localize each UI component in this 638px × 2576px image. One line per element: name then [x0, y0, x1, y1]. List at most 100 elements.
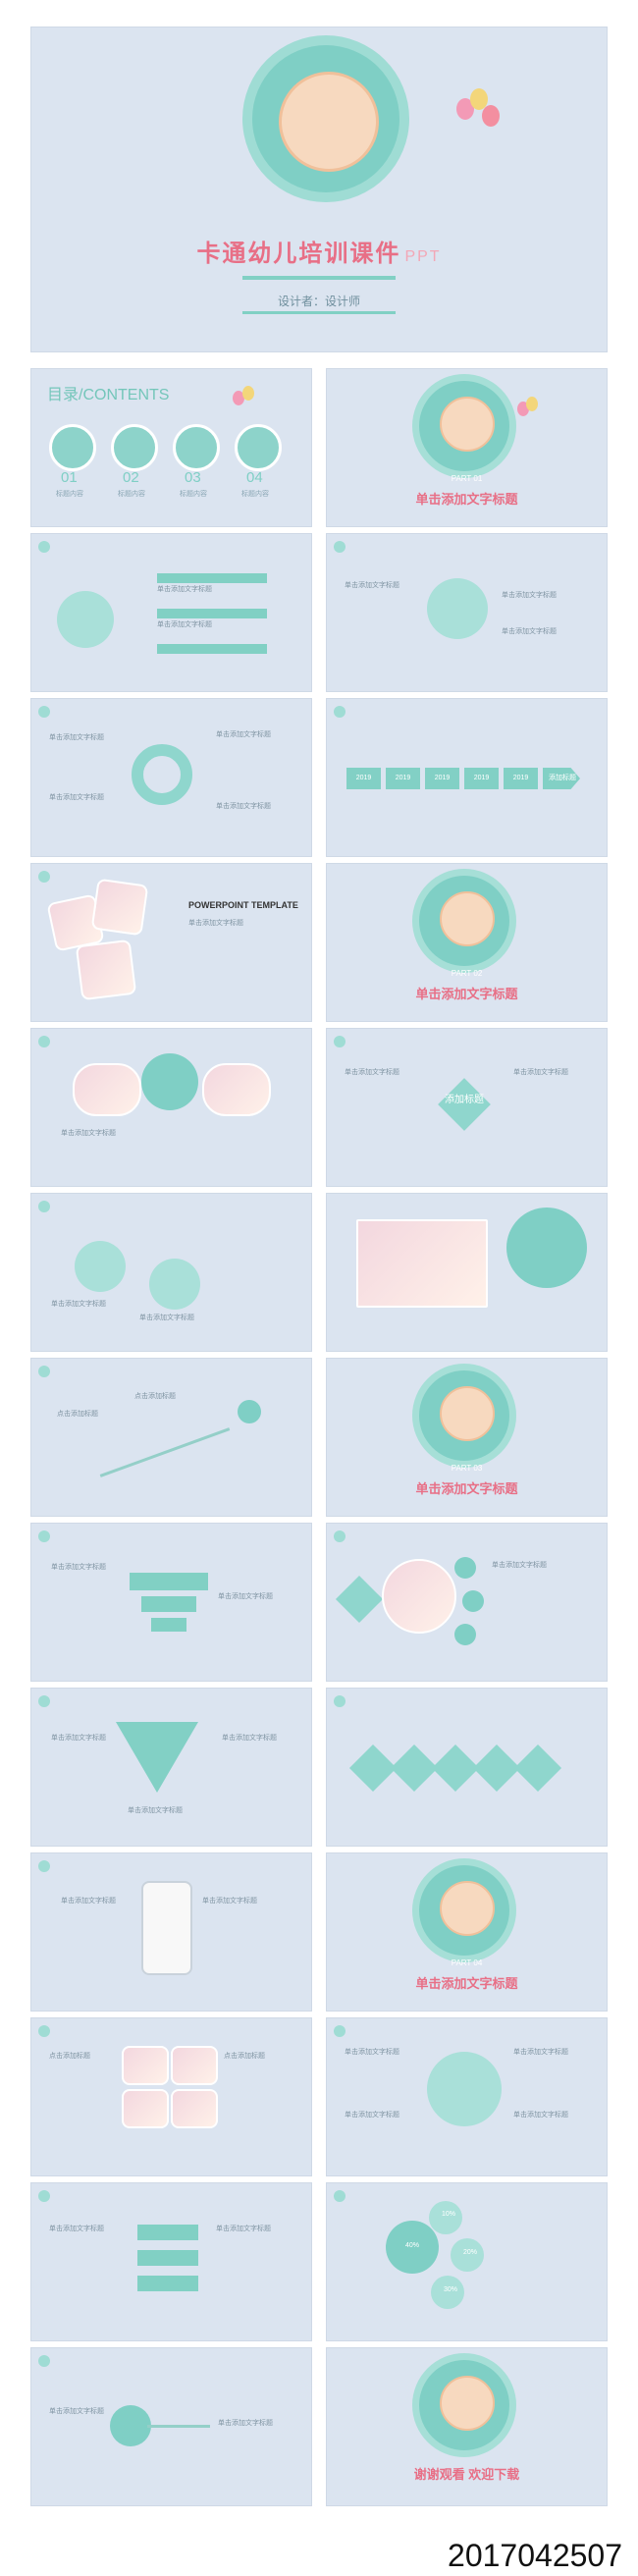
numbered-slide: 单击添加文字标题	[327, 1524, 607, 1681]
timeline-arrow	[543, 768, 580, 789]
body-text: 点击添加标题	[57, 1411, 98, 1418]
part-slide: PART 01 单击添加文字标题	[327, 369, 607, 526]
balloon-icon	[526, 397, 538, 411]
title-band	[157, 573, 267, 583]
diamond-shape	[513, 1744, 562, 1793]
growth-slide: 点击添加标题 点击添加标题	[31, 1359, 311, 1516]
stat-circle	[431, 2276, 464, 2309]
contents-slide: 目录/CONTENTS 01 标题内容 02 标题内容 03 标题内容 04 标…	[31, 369, 311, 526]
baby-photo	[171, 2089, 218, 2128]
header-dot	[334, 2190, 346, 2202]
header-dot	[38, 1695, 50, 1707]
part-number: PART 03	[451, 1464, 483, 1473]
timeline-end-label: 添加标题	[549, 775, 576, 781]
body-text: 单击添加文字标题	[216, 803, 271, 810]
diamond-shape	[390, 1744, 439, 1793]
number-badge	[462, 1590, 484, 1612]
header-dot	[334, 541, 346, 553]
body-text: 单击添加文字标题	[61, 1130, 116, 1137]
cycle-ring	[132, 744, 192, 805]
header-dot	[38, 871, 50, 883]
ribbon-segment	[130, 1573, 208, 1590]
contents-item-num: 03	[185, 469, 201, 486]
body-text: 单击添加文字标题	[345, 2112, 399, 2119]
diamond-shape	[472, 1744, 521, 1793]
body-text: 单击添加文字标题	[502, 628, 557, 635]
photo-circle	[75, 1241, 126, 1292]
stat-circle	[451, 2238, 484, 2272]
phone-illustration	[141, 1881, 192, 1975]
body-text: 单击添加文字标题	[49, 794, 104, 801]
header-dot	[38, 2190, 50, 2202]
contents-item-icon	[49, 424, 96, 471]
body-text: 单击添加文字标题	[51, 1301, 106, 1308]
baby-photo	[73, 1063, 141, 1116]
triangle-shape	[116, 1722, 198, 1793]
part-number: PART 01	[451, 474, 483, 483]
header-dot	[334, 1695, 346, 1707]
title-band	[157, 609, 267, 618]
photo-circle	[149, 1259, 200, 1310]
body-text: 单击添加文字标题	[502, 592, 557, 599]
part-title: 单击添加文字标题	[415, 1976, 518, 1991]
ribbon-segment	[141, 1596, 196, 1612]
body-text: 点击添加标题	[49, 2053, 90, 2060]
header-dot	[38, 1036, 50, 1047]
part-title: 单击添加文字标题	[415, 1481, 518, 1496]
contents-item-icon	[235, 424, 282, 471]
body-text: 单击添加文字标题	[61, 1898, 116, 1905]
puzzle-circle	[427, 2052, 502, 2126]
growth-line	[99, 1427, 231, 1477]
header-dot	[334, 2025, 346, 2037]
baby-photo	[356, 1219, 488, 1308]
growth-node	[238, 1400, 261, 1423]
diamond-shape	[348, 1744, 398, 1793]
heart-slide: 单击添加文字标题	[31, 1029, 311, 1186]
baby-photo	[122, 2089, 169, 2128]
contents-item-icon	[173, 424, 220, 471]
body-text: 单击添加文字标题	[157, 621, 212, 628]
title-circle	[141, 1053, 198, 1110]
ribbon-segment	[151, 1618, 186, 1632]
footer-id: 2017042507	[448, 2538, 622, 2573]
body-text: 单击添加文字标题	[49, 734, 104, 741]
part-title: 单击添加文字标题	[415, 492, 518, 507]
thanks-title: 谢谢观看 欢迎下载	[413, 2467, 520, 2482]
cover-title-suffix: PPT	[404, 248, 442, 265]
body-text: 单击添加文字标题	[218, 1593, 273, 1600]
baby-photo	[171, 2046, 218, 2085]
stat-a: 10%	[441, 2211, 455, 2218]
body-text: 单击添加文字标题	[128, 1807, 183, 1814]
part-title: 单击添加文字标题	[415, 987, 518, 1001]
stat-d: 40%	[404, 2242, 419, 2249]
timeline-year: 2019	[504, 768, 538, 789]
part-slide: PART 03 单击添加文字标题	[327, 1359, 607, 1516]
body-text: 单击添加文字标题	[513, 1069, 568, 1076]
header-dot	[38, 2355, 50, 2367]
timeline-slide: 2019 2019 2019 2019 2019 添加标题	[327, 699, 607, 856]
contents-item-num: 02	[123, 469, 139, 486]
contents-title: 目录/CONTENTS	[47, 387, 170, 403]
title-band	[157, 644, 267, 654]
header-dot	[38, 1366, 50, 1377]
content-slide: 单击添加文字标题 单击添加文字标题 单击添加文字标题	[327, 534, 607, 691]
circles-photo-slide: 单击添加文字标题 单击添加文字标题	[31, 1194, 311, 1351]
balloon-icon	[456, 98, 474, 120]
body-text: 单击添加文字标题	[49, 2226, 104, 2232]
header-dot	[38, 541, 50, 553]
header-dot	[334, 1036, 346, 1047]
cover-rule-bottom	[242, 311, 396, 314]
phone-slide: 单击添加文字标题 单击添加文字标题	[31, 1853, 311, 2011]
baby-photo	[202, 1063, 271, 1116]
arrow-band	[137, 2250, 198, 2266]
body-text: 单击添加文字标题	[345, 2049, 399, 2056]
connector-line	[147, 2425, 210, 2428]
balloon-icon	[233, 391, 244, 405]
arrows-slide: 单击添加文字标题 单击添加文字标题	[31, 2183, 311, 2340]
header-dot	[38, 706, 50, 718]
template-title: POWERPOINT TEMPLATE	[188, 900, 298, 910]
timeline-year: 2019	[346, 768, 381, 789]
balloon-icon	[242, 386, 254, 401]
